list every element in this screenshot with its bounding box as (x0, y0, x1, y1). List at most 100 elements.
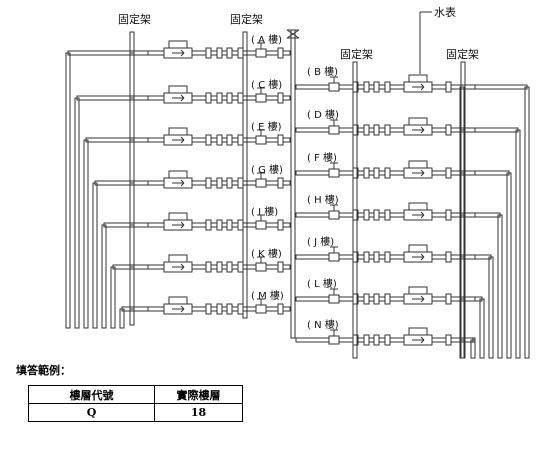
coupling (226, 134, 233, 146)
left-drop-pipe (101, 224, 107, 329)
cell-actual-floor: 18 (154, 403, 243, 422)
support-bracket (129, 31, 135, 326)
meter-register (168, 254, 188, 263)
meter-flow-arrow (420, 211, 425, 216)
right-drop-pipe (488, 256, 494, 359)
left-drop-pipe (92, 182, 98, 329)
ball-valve (255, 262, 267, 272)
support-bracket (460, 61, 466, 359)
coupling (205, 177, 212, 189)
coupling (237, 92, 244, 104)
meter-flow-arrow (420, 169, 425, 174)
left-drop-pipe (65, 52, 71, 329)
support-label-1: 固定架 (118, 12, 151, 26)
coupling (373, 334, 380, 346)
right-drop-pipe (506, 172, 512, 359)
coupling (205, 47, 212, 59)
left-drop-pipe (129, 266, 135, 326)
coupling (277, 219, 284, 231)
coupling (277, 261, 284, 273)
meter-register (168, 127, 188, 136)
meter-flow-arrow (420, 256, 425, 261)
left-drop-pipe (129, 52, 135, 326)
right-drop-pipe (470, 339, 476, 359)
coupling (363, 251, 370, 263)
label-layer: ( A 樓)( C 樓)( E 樓)( G 樓)( I 樓)( K 樓)( M … (118, 5, 479, 331)
coupling (445, 293, 452, 305)
meter-flow-arrow (420, 214, 425, 219)
meter-flow-arrow (180, 49, 185, 54)
ball-valve (328, 294, 340, 304)
coupling (277, 92, 284, 104)
coupling (226, 177, 233, 189)
coupling (205, 92, 212, 104)
coupling (205, 134, 212, 146)
support-bracket (352, 61, 358, 359)
meter-flow-arrow (420, 339, 425, 344)
ball-valve (328, 252, 340, 262)
meter-register (408, 160, 428, 169)
coupling (373, 251, 380, 263)
ball-valve (255, 304, 267, 314)
riser-cap (286, 29, 300, 39)
coupling (445, 167, 452, 179)
coupling (216, 303, 223, 315)
meter-flow-arrow (180, 179, 185, 184)
meter-register (168, 40, 188, 49)
floor-label-left: ( G 樓) (251, 163, 283, 176)
coupling (226, 261, 233, 273)
left-branch-pipe (103, 222, 149, 228)
left-drop-pipe (83, 139, 89, 329)
left-branch-pipe (94, 180, 149, 186)
coupling (205, 261, 212, 273)
main-riser (290, 29, 296, 339)
meter-register (408, 244, 428, 253)
meter-flow-arrow (180, 224, 185, 229)
coupling (205, 219, 212, 231)
meter-flow-arrow (420, 172, 425, 177)
coupling (237, 261, 244, 273)
ball-valve (255, 93, 267, 103)
right-drop-pipe (524, 86, 530, 359)
coupling (445, 251, 452, 263)
left-branch-pipe (76, 95, 149, 101)
coupling (373, 124, 380, 136)
coupling (277, 303, 284, 315)
meter-register (168, 296, 188, 305)
header-actual-floor: 實際樓層 (154, 385, 243, 404)
coupling (445, 209, 452, 221)
floor-label-left: ( C 樓) (251, 78, 282, 91)
meter-register (408, 74, 428, 83)
left-drop-pipe (129, 224, 135, 326)
meter-register (408, 202, 428, 211)
coupling (226, 47, 233, 59)
coupling (216, 219, 223, 231)
coupling (363, 167, 370, 179)
piping-diagram: ( A 樓)( C 樓)( E 樓)( G 樓)( I 樓)( K 樓)( M … (65, 5, 530, 359)
coupling (363, 209, 370, 221)
left-drop-pipe (129, 182, 135, 326)
example-header-row: 樓層代號 實際樓層 (28, 385, 243, 404)
cell-floor-code: Q (28, 403, 155, 422)
meter-register (168, 212, 188, 221)
coupling (237, 303, 244, 315)
right-branch-pipe (474, 212, 501, 218)
meter-register (408, 327, 428, 336)
left-drop-pipe (110, 266, 116, 329)
coupling (363, 124, 370, 136)
coupling (216, 177, 223, 189)
meter-label: 水表 (434, 5, 456, 19)
ball-valve (328, 168, 340, 178)
support-label-2: 固定架 (230, 12, 263, 26)
coupling (373, 81, 380, 93)
pipe-network (65, 11, 530, 359)
coupling (205, 303, 212, 315)
floor-label-right: ( H 樓) (307, 193, 339, 206)
meter-flow-arrow (180, 263, 185, 268)
floor-label-left: ( I 樓) (251, 205, 278, 218)
meter-flow-arrow (420, 253, 425, 258)
coupling (216, 92, 223, 104)
meter-flow-arrow (420, 295, 425, 300)
right-drop-pipe (497, 214, 503, 359)
floor-label-right: ( N 樓) (307, 318, 339, 331)
